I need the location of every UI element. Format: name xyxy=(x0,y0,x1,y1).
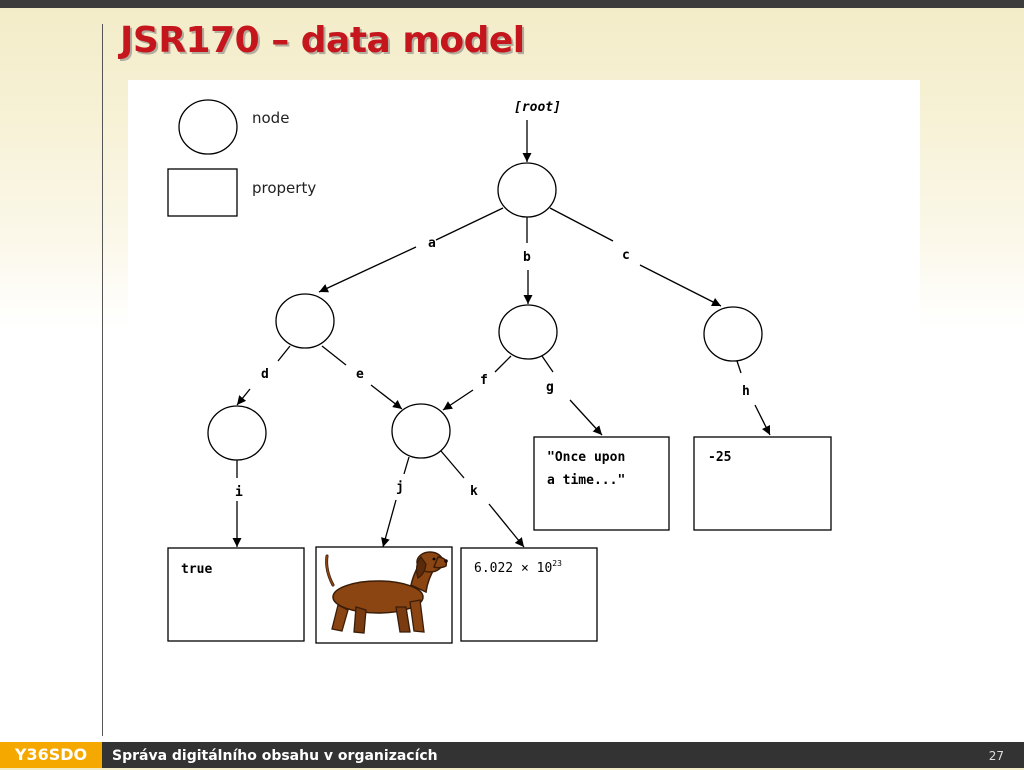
node-b xyxy=(498,304,558,360)
edge-k-line-1 xyxy=(440,450,465,479)
slide-title: JSR170 – data model xyxy=(120,20,525,61)
edge-c-label: c xyxy=(622,248,630,263)
edge-c-line-1 xyxy=(549,207,614,242)
edge-a-label: a xyxy=(428,236,436,251)
property-k-box xyxy=(460,547,598,642)
course-code-badge: Y36SDO xyxy=(0,742,102,768)
property-i-box xyxy=(167,547,305,642)
edge-h-label: h xyxy=(742,384,750,399)
edge-a-line-2 xyxy=(318,246,417,293)
edge-i-label: i xyxy=(235,485,243,500)
property-k-mantissa: 6.022 × 10 xyxy=(474,561,552,576)
edge-c-line-2 xyxy=(639,264,722,307)
edge-g-label: g xyxy=(546,380,554,395)
edge-b-label: b xyxy=(523,250,531,265)
edge-g-line-1 xyxy=(541,355,554,373)
edge-h-line-1 xyxy=(736,360,742,374)
legend-property-label: property xyxy=(252,179,316,197)
property-g-value-line1: "Once upon xyxy=(547,450,625,465)
slide-footer: Y36SDO Správa digitálního obsahu v organ… xyxy=(0,742,1024,768)
edge-a-line-1 xyxy=(435,207,504,241)
edge-k-label: k xyxy=(470,484,478,499)
edge-k-line-2 xyxy=(488,503,525,548)
edge-g-line-2 xyxy=(569,399,603,436)
node-a xyxy=(275,293,335,349)
edge-d-line-1 xyxy=(277,345,291,362)
property-g-box xyxy=(533,436,670,531)
dachshund-dog-image xyxy=(325,551,448,634)
edge-j-label: j xyxy=(396,480,404,495)
edge-j-line-1 xyxy=(403,456,410,475)
node-c xyxy=(703,306,763,362)
edge-h-line-2 xyxy=(754,404,771,436)
node-root xyxy=(497,162,557,218)
page-number: 27 xyxy=(988,749,1004,763)
edge-f-label: f xyxy=(480,373,488,388)
edge-d-line-2 xyxy=(236,388,251,406)
property-k-exponent: 23 xyxy=(552,559,562,568)
edge-f-line-2 xyxy=(442,389,474,411)
property-g-value-line2: a time..." xyxy=(547,473,625,488)
edge-e-line-2 xyxy=(370,384,403,410)
left-divider-line xyxy=(102,24,103,736)
edge-f-line-1 xyxy=(494,355,512,373)
legend-node-shape xyxy=(178,99,238,155)
top-bar xyxy=(0,0,1024,8)
property-k-value: 6.022 × 1023 xyxy=(474,559,562,576)
legend-property-shape xyxy=(167,168,238,217)
edge-j-line-2 xyxy=(381,499,397,548)
property-h-box xyxy=(693,436,832,531)
node-d xyxy=(207,405,267,461)
root-label: [root] xyxy=(514,100,561,115)
legend-node-label: node xyxy=(252,109,289,127)
data-model-diagram: node property [root] a b c d e f xyxy=(128,80,920,655)
course-title: Správa digitálního obsahu v organizacích xyxy=(112,748,438,764)
edge-e-line-1 xyxy=(321,345,347,366)
diagram-svg: node property [root] a b c d e f xyxy=(167,99,832,644)
edge-e-label: e xyxy=(356,367,364,382)
property-h-value: -25 xyxy=(708,450,731,465)
node-e xyxy=(391,403,451,459)
edge-d-label: d xyxy=(261,367,269,382)
property-i-value: true xyxy=(181,562,212,577)
